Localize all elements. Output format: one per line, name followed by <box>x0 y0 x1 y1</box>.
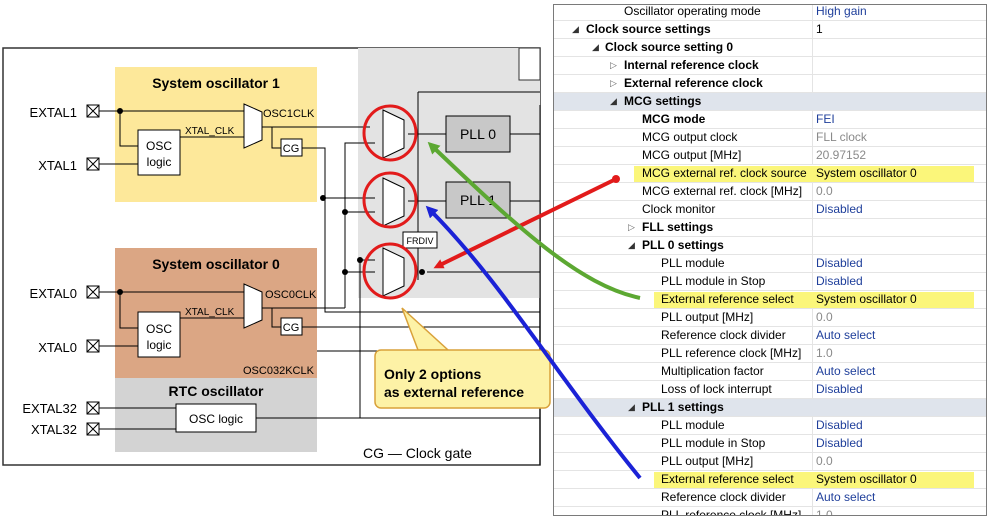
collapse-triangle-icon[interactable]: ◢ <box>610 96 617 106</box>
svg-text:logic: logic <box>147 155 172 169</box>
collapse-triangle-icon[interactable]: ◢ <box>628 240 635 250</box>
system-oscillator-0-title: System oscillator 0 <box>152 256 280 272</box>
prop-row-pll1-module-in-stop[interactable]: PLL module in Stop Disabled <box>554 435 986 453</box>
prop-row-pll0-reference-clock-divider[interactable]: Reference clock divider Auto select <box>554 327 986 345</box>
prop-row-mcg-external-ref-clock-source[interactable]: MCG external ref. clock source System os… <box>554 165 986 183</box>
prop-row-pll0-settings[interactable]: ◢ PLL 0 settings <box>554 237 986 255</box>
svg-text:OSC032KCLK: OSC032KCLK <box>243 365 315 377</box>
pin-extal1: EXTAL1 <box>30 105 77 120</box>
highlight-circle-mcg <box>362 242 418 300</box>
prop-row-pll1-reference-clock-divider[interactable]: Reference clock divider Auto select <box>554 489 986 507</box>
mcg-ref-mux <box>382 247 405 297</box>
prop-row-clock-source-settings[interactable]: ◢ Clock source settings 1 <box>554 21 986 39</box>
highlight-circle-pll0 <box>362 104 418 162</box>
prop-row-internal-reference-clock[interactable]: ▷ Internal reference clock <box>554 57 986 75</box>
system-oscillator-1-title: System oscillator 1 <box>152 75 280 91</box>
prop-row-pll0-loss-of-lock-interrupt[interactable]: Loss of lock interrupt Disabled <box>554 381 986 399</box>
callout-line1: Only 2 options <box>384 366 481 382</box>
svg-text:FRDIV: FRDIV <box>407 236 434 246</box>
svg-text:logic: logic <box>147 338 172 352</box>
prop-row-pll1-reference-clock-mhz[interactable]: PLL reference clock [MHz] 1.0 <box>554 507 986 515</box>
osc1-mux <box>243 103 263 149</box>
svg-text:XTAL_CLK: XTAL_CLK <box>185 307 235 318</box>
svg-text:XTAL_CLK: XTAL_CLK <box>185 126 235 137</box>
rtc-oscillator-title: RTC oscillator <box>169 383 264 399</box>
collapse-triangle-icon[interactable]: ◢ <box>628 402 635 412</box>
pll1-ref-mux <box>382 177 405 227</box>
clock-gate-0 <box>280 317 303 336</box>
expand-triangle-icon[interactable]: ▷ <box>610 78 617 88</box>
osc-logic-1-box <box>137 129 181 176</box>
pin-xtal32: XTAL32 <box>31 422 77 437</box>
prop-row-external-reference-clock[interactable]: ▷ External reference clock <box>554 75 986 93</box>
prop-row-mcg-mode[interactable]: MCG mode FEI <box>554 111 986 129</box>
pin-pads <box>86 104 100 436</box>
svg-text:OSC0CLK: OSC0CLK <box>265 289 317 301</box>
prop-row-pll1-module[interactable]: PLL module Disabled <box>554 417 986 435</box>
prop-row-mcg-output-clock[interactable]: MCG output clock FLL clock <box>554 129 986 147</box>
clock-gate-1 <box>280 138 303 157</box>
prop-row-mcg-output-mhz[interactable]: MCG output [MHz] 20.97152 <box>554 147 986 165</box>
clock-gate-legend: CG — Clock gate <box>363 445 472 461</box>
prop-row-mcg-external-ref-clock-mhz[interactable]: MCG external ref. clock [MHz] 0.0 <box>554 183 986 201</box>
expand-triangle-icon[interactable]: ▷ <box>610 60 617 70</box>
prop-row-oscillator-operating-mode[interactable]: Oscillator operating mode High gain <box>554 5 986 21</box>
svg-text:OSC logic: OSC logic <box>189 412 243 426</box>
pll0-ref-mux <box>382 109 405 159</box>
collapse-triangle-icon[interactable]: ◢ <box>592 42 599 52</box>
osc-logic-0-box <box>137 311 181 358</box>
prop-row-pll0-output-mhz[interactable]: PLL output [MHz] 0.0 <box>554 309 986 327</box>
prop-row-pll0-module-in-stop[interactable]: PLL module in Stop Disabled <box>554 273 986 291</box>
svg-text:CG: CG <box>283 322 300 334</box>
expand-triangle-icon[interactable]: ▷ <box>628 222 635 232</box>
osc0-mux <box>243 283 263 329</box>
pin-extal32: EXTAL32 <box>22 401 77 416</box>
prop-row-mcg-settings[interactable]: ◢ MCG settings <box>554 93 986 111</box>
highlight-circle-pll1 <box>362 171 418 229</box>
prop-row-clock-monitor[interactable]: Clock monitor Disabled <box>554 201 986 219</box>
prop-row-pll0-module[interactable]: PLL module Disabled <box>554 255 986 273</box>
prop-row-pll1-external-reference-select[interactable]: External reference select System oscilla… <box>554 471 986 489</box>
svg-text:OSC: OSC <box>146 139 172 153</box>
prop-row-pll0-reference-clock-mhz[interactable]: PLL reference clock [MHz] 1.0 <box>554 345 986 363</box>
prop-row-pll1-output-mhz[interactable]: PLL output [MHz] 0.0 <box>554 453 986 471</box>
prop-row-fll-settings[interactable]: ▷ FLL settings <box>554 219 986 237</box>
prop-row-clock-source-setting-0[interactable]: ◢ Clock source setting 0 <box>554 39 986 57</box>
pin-xtal1: XTAL1 <box>38 158 77 173</box>
prop-row-pll0-external-reference-select[interactable]: External reference select System oscilla… <box>554 291 986 309</box>
svg-text:PLL 1: PLL 1 <box>460 192 496 208</box>
collapse-triangle-icon[interactable]: ◢ <box>572 24 579 34</box>
svg-text:OSC1CLK: OSC1CLK <box>263 108 315 120</box>
prop-row-pll0-multiplication-factor[interactable]: Multiplication factor Auto select <box>554 363 986 381</box>
prop-row-pll1-settings[interactable]: ◢ PLL 1 settings <box>554 399 986 417</box>
rtc-osc-logic-box <box>175 403 257 433</box>
svg-text:CG: CG <box>283 143 300 155</box>
pin-extal0: EXTAL0 <box>30 286 77 301</box>
callout-line2: as external reference <box>384 384 524 400</box>
pin-xtal0: XTAL0 <box>38 340 77 355</box>
component-inspector-panel[interactable]: Oscillator operating mode High gain ◢ Cl… <box>553 4 987 516</box>
svg-text:OSC: OSC <box>146 322 172 336</box>
svg-text:PLL 0: PLL 0 <box>460 126 496 142</box>
